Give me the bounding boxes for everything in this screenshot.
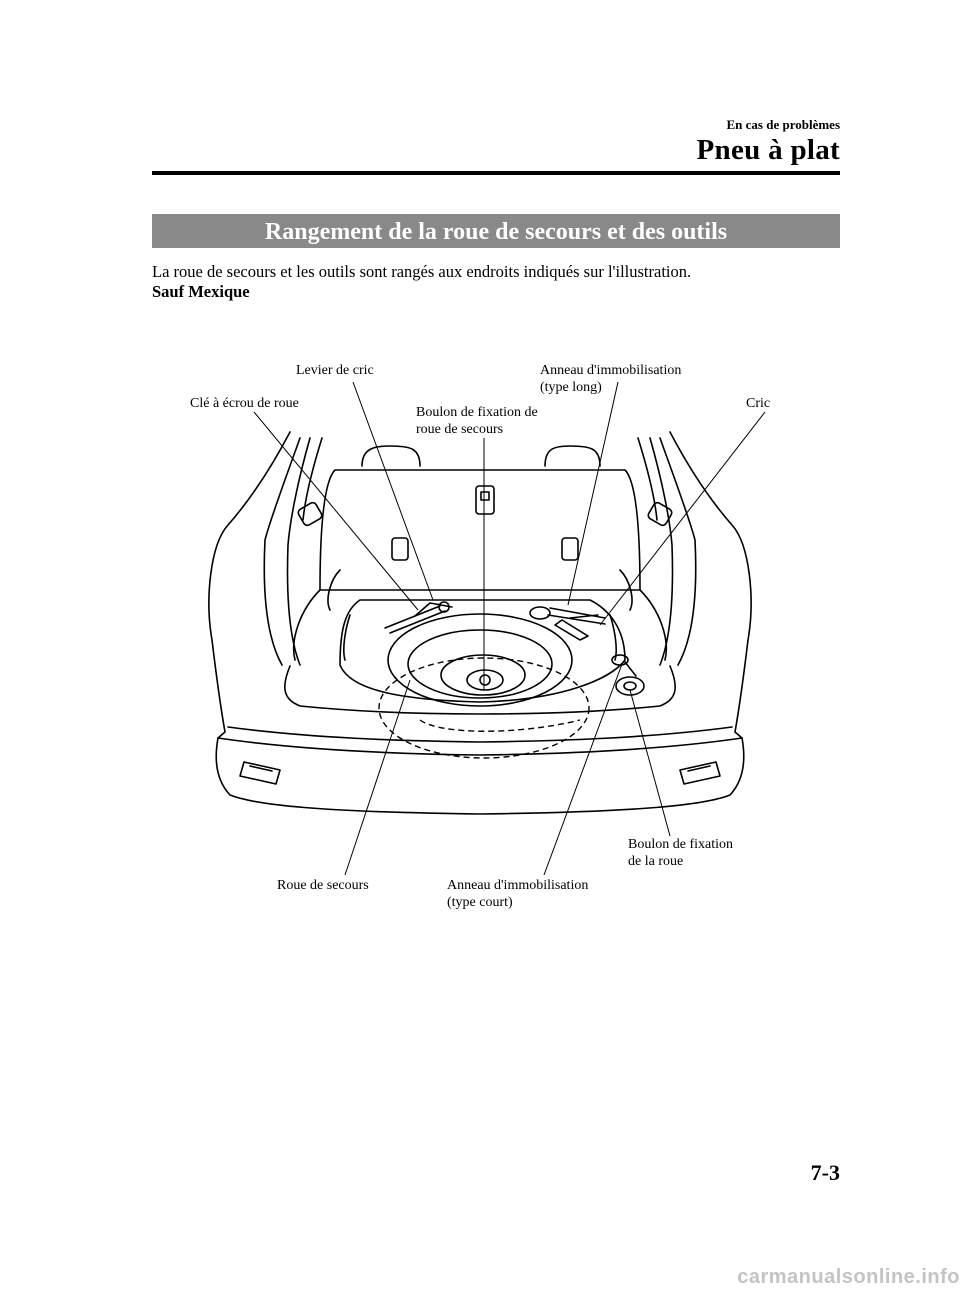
seat-back (319, 469, 641, 591)
label-wheel-wrench: Clé à écrou de roue (190, 396, 299, 411)
label-tow-hook-long-line1: Anneau d'immobilisation (540, 363, 682, 378)
car-body-outline (208, 431, 752, 815)
label-tow-hook-long-line2: (type long) (540, 380, 602, 395)
label-jack-lever: Levier de cric (296, 363, 374, 378)
jack-lever (414, 602, 453, 617)
label-spare-wheel: Roue de secours (277, 878, 369, 893)
label-wheel-bolt-line1: Boulon de fixation (628, 837, 733, 852)
header-rule (152, 171, 840, 175)
subheading: Sauf Mexique (152, 282, 250, 301)
wheel-wrench (384, 605, 446, 634)
intro-paragraph: La roue de secours et les outils sont ra… (152, 262, 692, 281)
jack (554, 619, 589, 641)
label-jack: Cric (746, 396, 771, 411)
label-tow-hook-short-line2: (type court) (447, 895, 513, 910)
chapter-title: En cas de problèmes (726, 117, 840, 132)
label-spare-bolt-line2: roue de secours (416, 422, 504, 437)
spare-wheel (387, 613, 573, 707)
trunk-opening (284, 665, 676, 715)
label-wheel-bolt-line2: de la roue (628, 854, 684, 869)
page-number: 7-3 (810, 1160, 840, 1185)
section-banner: Rangement de la roue de secours et des o… (152, 214, 840, 248)
label-tow-hook-short-line1: Anneau d'immobilisation (447, 878, 589, 893)
label-spare-bolt-line1: Boulon de fixation de (416, 405, 538, 420)
spare-well (339, 599, 626, 703)
section-title: Pneu à plat (696, 134, 840, 166)
tow-hook-short (611, 654, 629, 666)
watermark: carmanualsonline.info (737, 1266, 960, 1288)
wheel-bolt (615, 676, 645, 696)
